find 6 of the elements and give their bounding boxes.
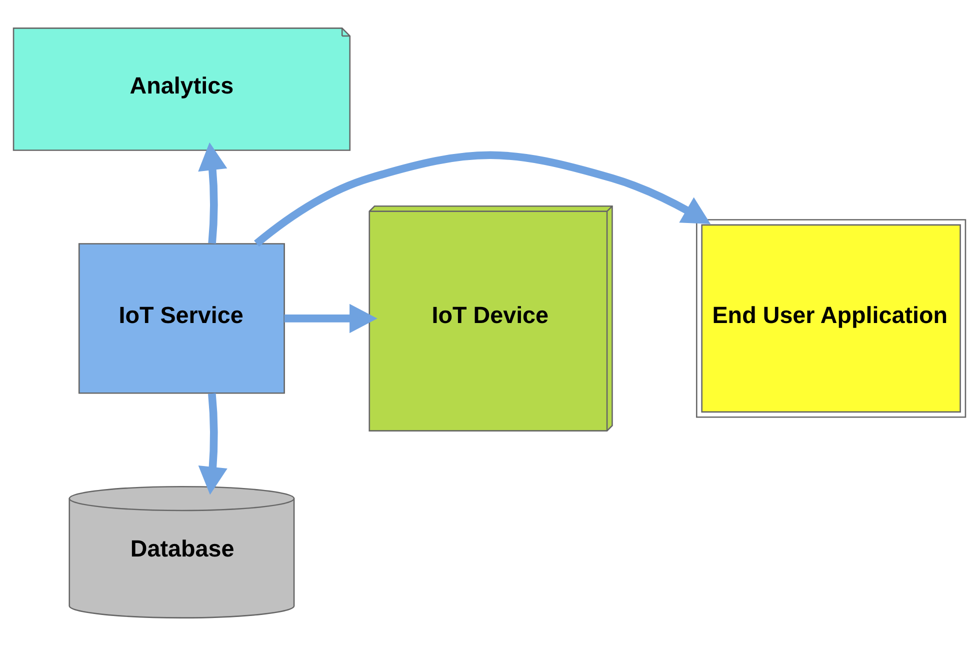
arrow xyxy=(254,150,711,246)
node-box: IoT Service xyxy=(78,242,285,394)
arrow xyxy=(284,303,378,333)
node-box: End User Application xyxy=(696,218,966,418)
arrow xyxy=(198,142,228,244)
arrow xyxy=(198,392,228,494)
